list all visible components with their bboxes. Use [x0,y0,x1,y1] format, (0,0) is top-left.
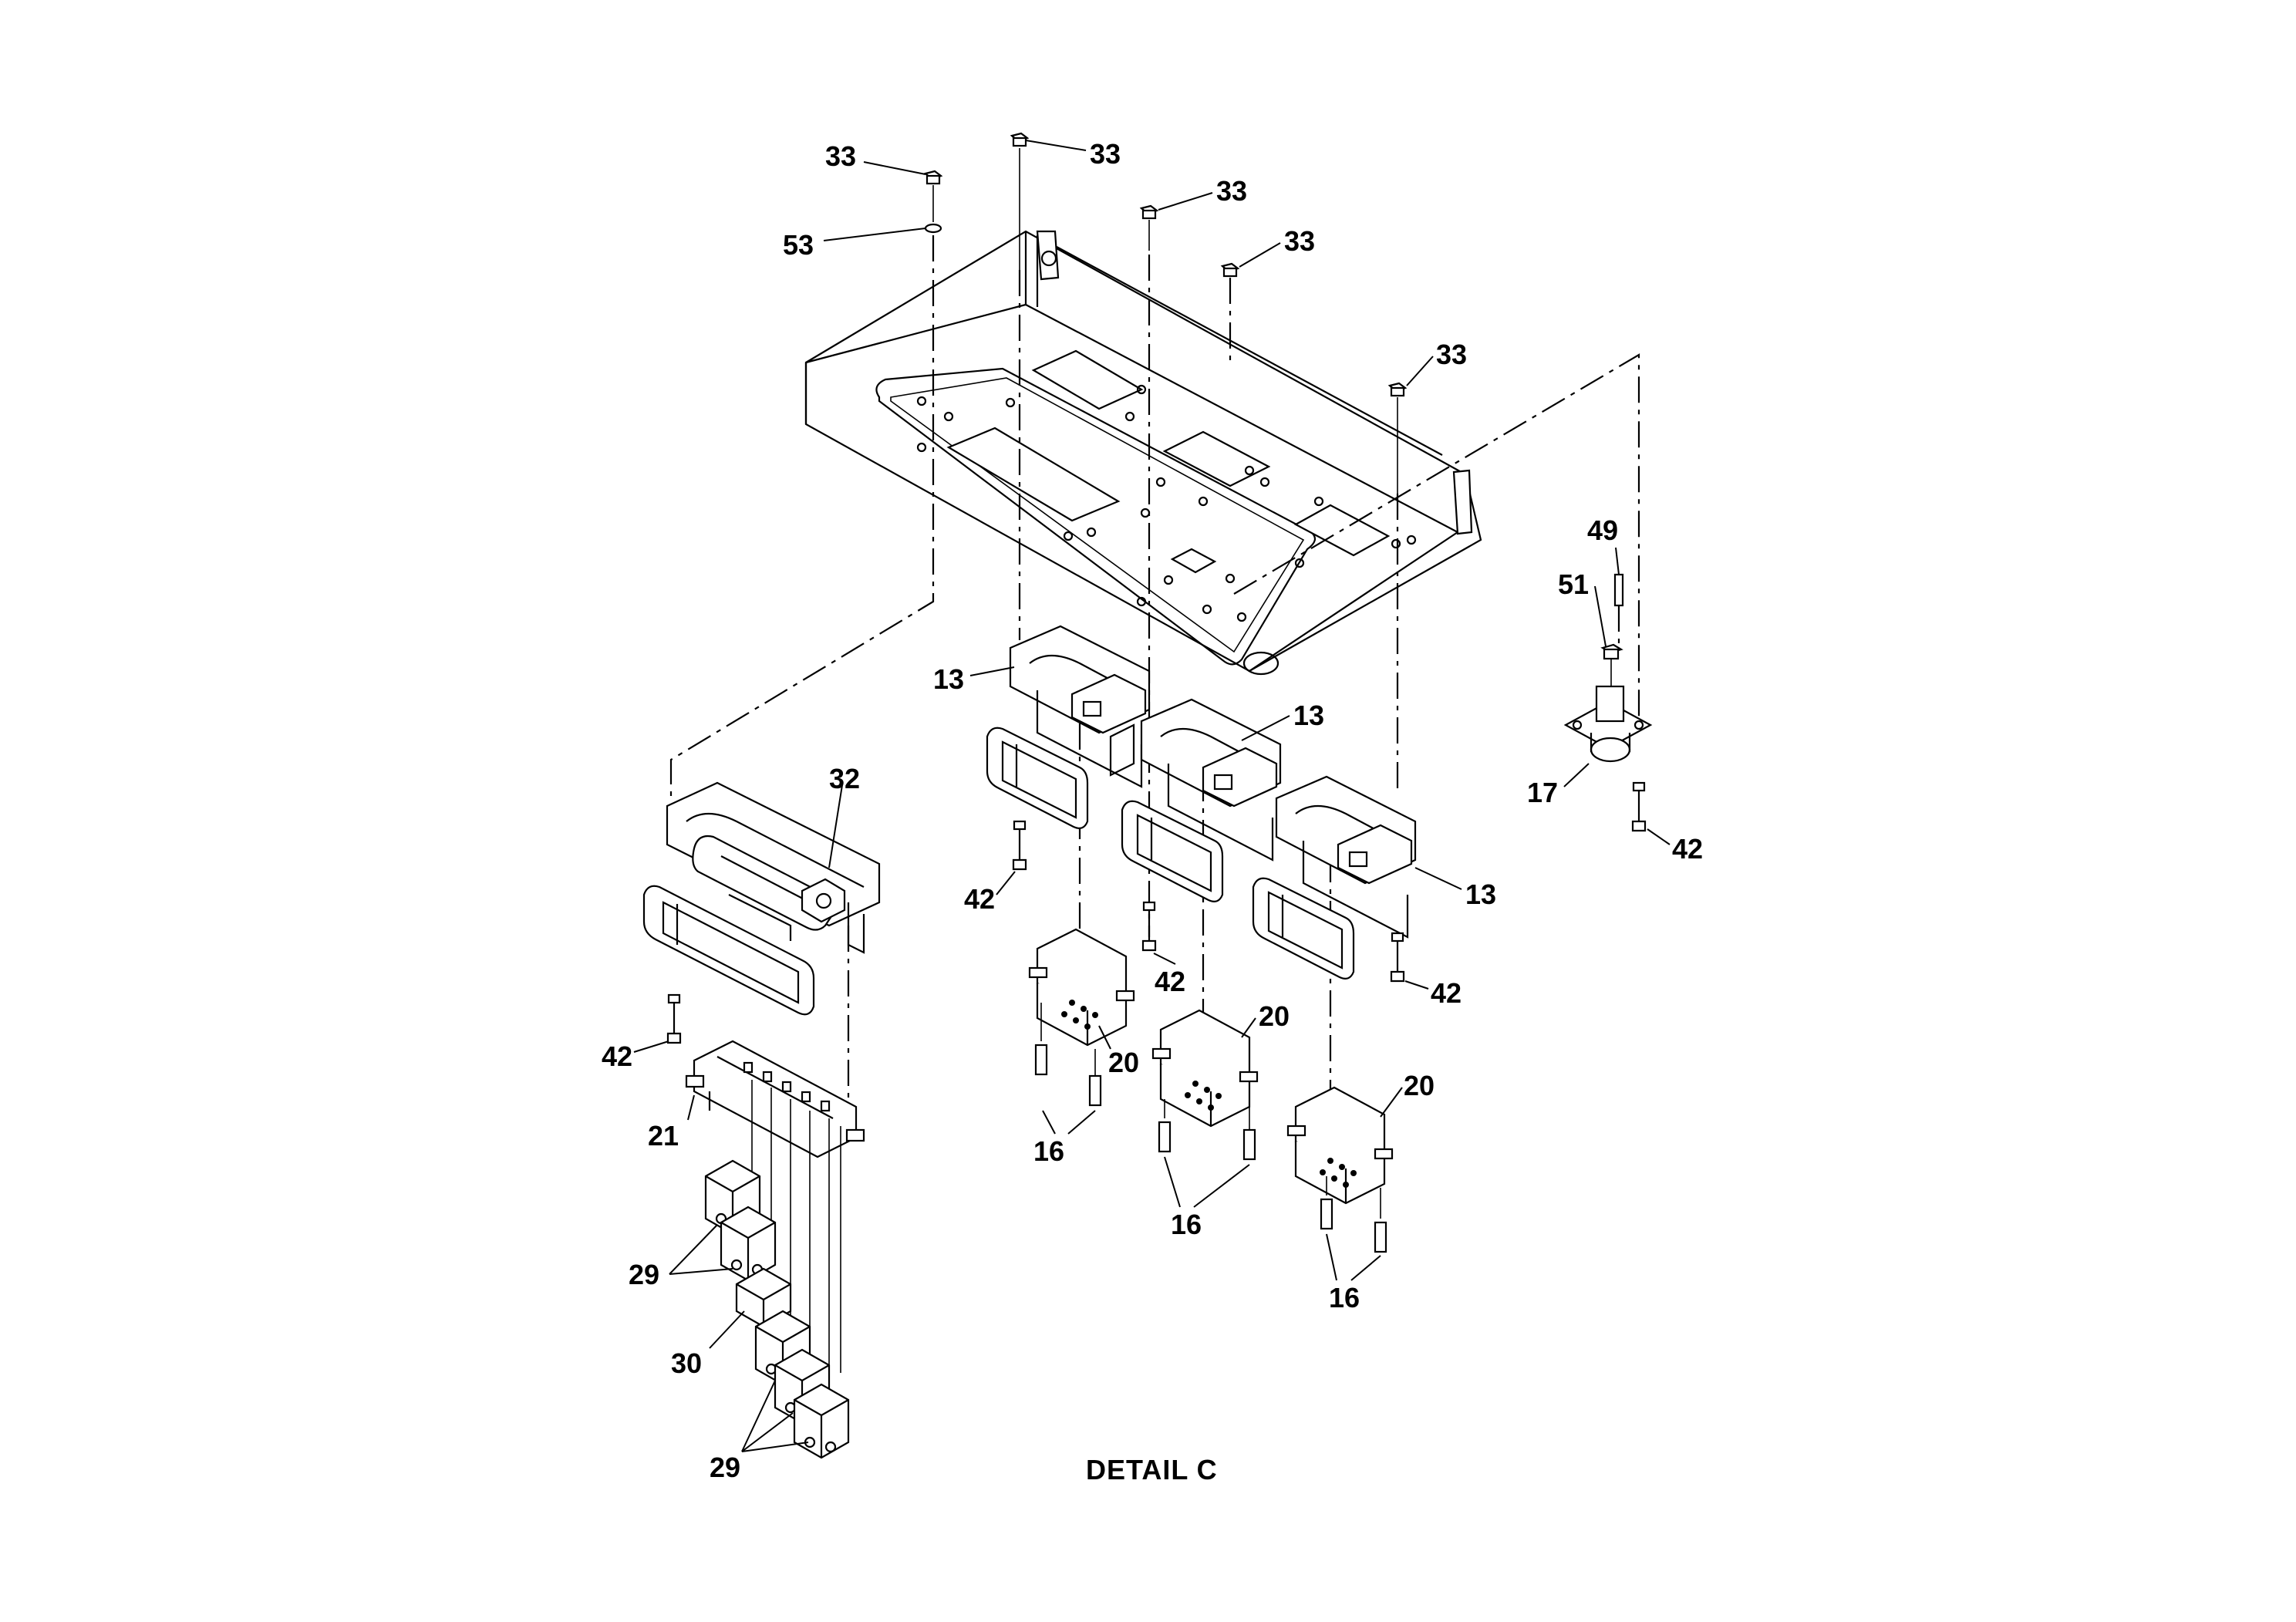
nut-33-d [1220,262,1240,278]
callout-30: 30 [671,1347,702,1379]
leader-lines [633,140,1671,1452]
screw-42-a [666,993,682,1044]
nut-51 [1600,643,1623,660]
nut-33-c [1139,204,1159,220]
nut-33-b [1010,132,1030,147]
base-plate [804,230,1482,676]
insert-frame-21 [685,1040,865,1158]
callout-49: 49 [1587,514,1618,546]
callout-51: 51 [1558,568,1589,600]
screw-42-b [1012,820,1027,871]
callout-42: 42 [964,883,995,915]
contacts-16-c [1320,1176,1387,1253]
flange-socket-17 [1563,685,1653,763]
callout-33: 33 [1216,175,1247,207]
callout-20: 20 [1108,1047,1139,1078]
module-29-b [720,1206,777,1282]
callout-20: 20 [1404,1070,1435,1101]
hood-bracket-13-c [1252,775,1417,980]
callout-13: 13 [1465,878,1496,910]
callout-32: 32 [829,763,860,794]
nut-33-e [1387,382,1408,397]
callout-42: 42 [602,1040,632,1072]
fastener-group-33 [923,132,1408,494]
callout-42: 42 [1431,977,1462,1009]
hood-32 [642,781,881,1016]
callout-13: 13 [1293,700,1324,731]
callout-33: 33 [1090,138,1121,170]
callout-53: 53 [783,229,814,261]
callout-20: 20 [1259,1000,1290,1032]
screw-42-e [1631,781,1647,832]
callout-29: 29 [710,1452,740,1483]
assembly-lines [669,235,1640,1118]
module-30 [735,1267,792,1328]
insert-20-b [1151,1009,1259,1128]
nut-33-a [923,170,943,185]
callout-16: 16 [1171,1209,1202,1240]
hood-bracket-13-a [986,625,1151,829]
callout-17: 17 [1527,777,1558,808]
callout-42: 42 [1155,966,1185,997]
callout-33: 33 [1284,225,1315,257]
pin-49 [1613,573,1624,607]
callout-labels: 33 33 33 33 33 53 13 13 13 32 42 42 42 4… [602,138,1703,1483]
callout-42: 42 [1672,833,1703,865]
callout-33: 33 [825,140,856,172]
callout-33: 33 [1436,339,1467,370]
hood-bracket-13-b [1121,698,1282,902]
contacts-16-a [1034,1003,1102,1107]
screw-42-d [1390,932,1405,983]
insert-20-a [1028,928,1135,1047]
callout-13: 13 [933,663,964,695]
detail-caption: DETAIL C [1086,1454,1218,1485]
callout-29: 29 [629,1259,659,1290]
callout-16: 16 [1329,1282,1360,1313]
contacts-16-b [1158,1099,1256,1161]
washer-53 [924,223,942,234]
screw-42-c [1141,901,1157,952]
insert-20-c [1286,1086,1394,1205]
callout-21: 21 [648,1120,679,1152]
frame-slots [743,1061,831,1112]
module-29-e [793,1383,850,1459]
callout-16: 16 [1033,1135,1064,1167]
